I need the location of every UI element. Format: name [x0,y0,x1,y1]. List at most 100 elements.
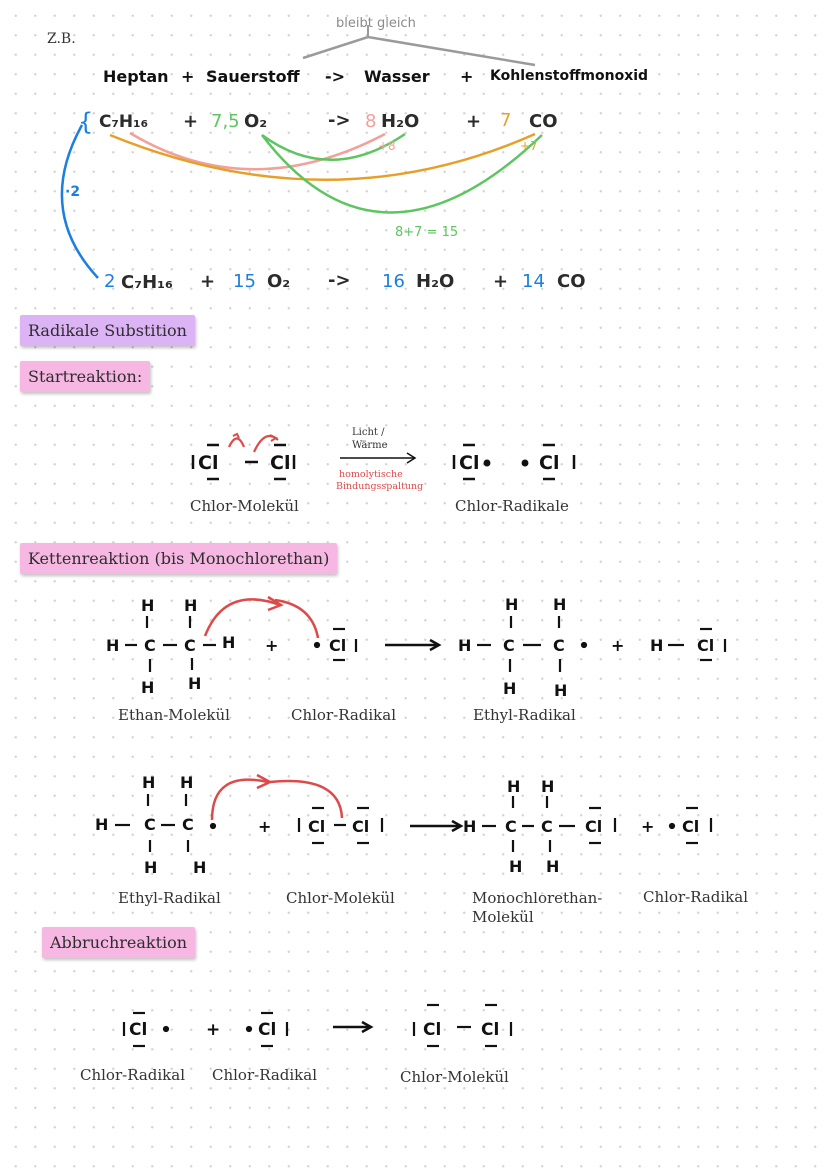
start-caption-radicals: Chlor-Radikale [455,497,569,515]
eq2-plus-2: + [493,271,509,292]
section-radikale-substitution: Radikale Substition [20,315,195,346]
chain1-caption-ethyl: Ethyl-Radikal [473,706,576,724]
eq1-o2: O₂ [244,111,268,132]
start-condition-2: Wärme [352,440,388,451]
svg-text:H: H [503,679,516,698]
svg-text:+: + [258,817,271,836]
chain1-caption-chlor: Chlor-Radikal [291,706,397,724]
eq2-heptane: C₇H₁₆ [121,272,173,293]
balancing-arcs [60,124,543,279]
svg-text:C: C [184,636,196,655]
word-sauerstoff: Sauerstoff [206,67,300,86]
svg-text:+: + [206,1020,220,1040]
zb-label: Z.B. [47,31,76,47]
note-h2o: +8 [378,139,396,153]
abbruch-caption-2: Chlor-Radikal [212,1066,318,1084]
eq2-co-coef: 14 [522,271,545,292]
svg-text:H: H [546,857,559,876]
word-plus-2: + [460,67,474,86]
start-note-1: homolytische [339,469,403,480]
svg-text:H: H [184,596,197,615]
svg-text:Cl: Cl [258,1020,276,1040]
svg-text:Cl: Cl [423,1020,441,1040]
svg-text:C: C [144,815,156,834]
section-startreaktion: Startreaktion: [20,361,151,392]
chain2-caption-chlor-molecule: Chlor-Molekül [286,889,395,907]
start-condition-1: Licht / [352,427,385,438]
eq2-co: CO [557,271,586,292]
chain2-caption-mono-2: Molekül [472,908,534,926]
eq2-o2-coef: 15 [233,271,256,292]
abbruch-caption-1: Chlor-Radikal [80,1066,186,1084]
chain2-caption-ethyl: Ethyl-Radikal [118,889,221,907]
section-abbruchreaktion: Abbruchreaktion [42,927,196,958]
start-cl-left: Cl [198,452,218,474]
svg-text:+: + [641,817,654,836]
word-arrow: -> [325,67,346,86]
svg-text:H: H [509,857,522,876]
eq1-h2o: H₂O [381,111,420,132]
svg-text:Cl: Cl [129,1020,147,1040]
eq2-arrow: -> [328,270,351,291]
eq1-h2o-coef: 8 [365,111,377,132]
stays-same-bracket [302,25,536,67]
stays-same-note: bleibt gleich [336,16,416,31]
svg-text:H: H [193,858,206,877]
note-oxygen-sum: 8+7 = 15 [395,225,459,240]
section-kettenreaktion: Kettenreaktion (bis Monochlorethan) [20,543,338,574]
svg-text:C: C [553,636,565,655]
svg-text:H: H [507,777,520,796]
eq2-h2o-coef: 16 [382,271,405,292]
word-kohlenstoffmonoxid: Kohlenstoffmonoxid [490,68,649,84]
svg-text:H: H [188,674,201,693]
svg-text:H: H [222,633,235,652]
svg-text:H: H [463,817,476,836]
svg-text:C: C [144,636,156,655]
svg-text:+: + [611,636,624,655]
svg-text:Cl: Cl [352,817,369,836]
svg-text:Cl: Cl [585,817,602,836]
eq1-co: CO [529,111,558,132]
start-note-2: Bindungsspaltung [336,481,424,492]
svg-text:H: H [541,777,554,796]
svg-text:H: H [458,636,471,655]
svg-text:H: H [505,595,518,614]
eq1-heptane: C₇H₁₆ [99,112,149,132]
eq2-o2: O₂ [267,271,291,292]
eq1-o2-coef: 7,5 [211,111,240,132]
svg-text:C: C [541,817,553,836]
eq1-co-coef: 7 [500,110,512,131]
start-cl-right: Cl [270,452,290,474]
note-multiplier: ·2 [65,184,81,200]
word-wasser: Wasser [364,67,430,86]
chain1-caption-ethan: Ethan-Molekül [118,706,230,724]
svg-text:C: C [182,815,194,834]
svg-text:H: H [553,595,566,614]
svg-text:Cl: Cl [682,817,699,836]
word-plus-1: + [181,67,195,86]
svg-text:H: H [141,678,154,697]
svg-text:H: H [142,773,155,792]
svg-text:H: H [554,681,567,700]
eq1-brace: { [78,108,94,136]
chain-reaction-diagram: H H H C C H H H + Cl H H H C C H H + H Cl H H H… [95,595,727,877]
eq2-coef: 2 [104,271,116,292]
eq1-arrow: -> [328,110,351,131]
start-reaction-diagram: Cl Cl Cl Cl [191,432,576,481]
svg-text:H: H [144,858,157,877]
word-heptan: Heptan [103,67,169,86]
svg-text:C: C [503,636,515,655]
svg-text:H: H [180,773,193,792]
eq1-plus-2: + [466,111,482,132]
start-caption-molecule: Chlor-Molekül [190,497,299,515]
svg-text:Cl: Cl [697,636,714,655]
svg-text:+: + [265,636,278,655]
eq2-h2o: H₂O [416,271,455,292]
svg-text:Cl: Cl [481,1020,499,1040]
eq1-plus-1: + [183,111,199,132]
start-radical-cl-left: Cl [459,452,479,474]
svg-text:H: H [106,636,119,655]
chain2-caption-mono-1: Monochlorethan- [472,889,603,907]
start-radical-cl-right: Cl [539,452,559,474]
note-co: +7 [520,139,538,153]
